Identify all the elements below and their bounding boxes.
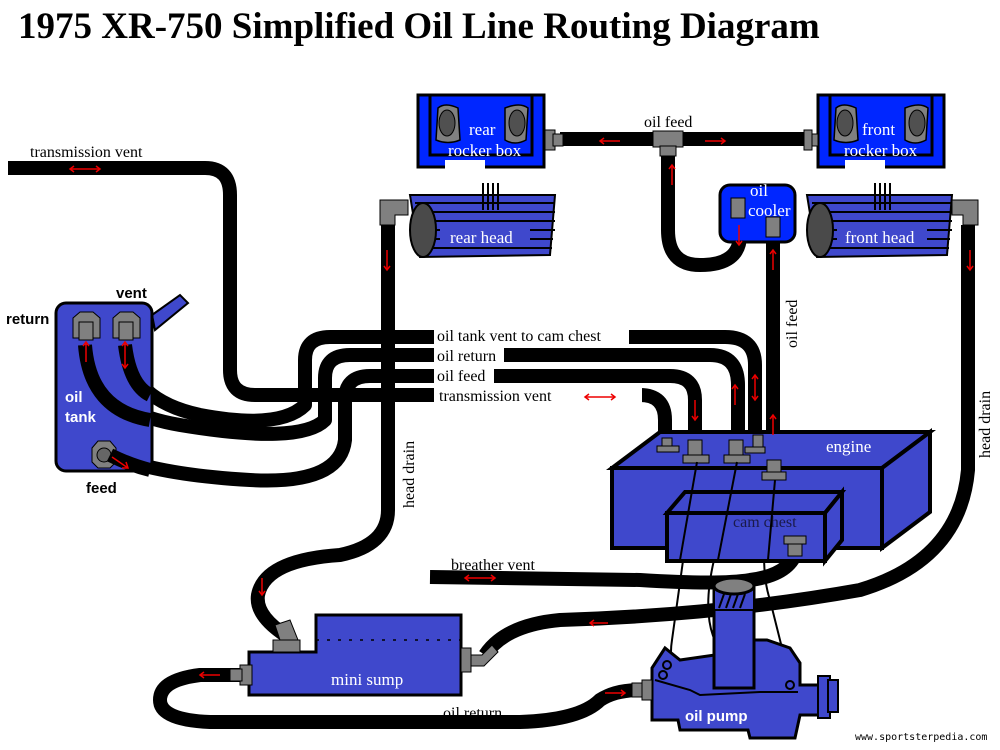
front-rocker-box-label-2: rocker box — [844, 141, 918, 160]
flow-arrow — [258, 578, 266, 597]
hose-oil-feed-tank — [107, 369, 702, 488]
flow-arrow — [82, 340, 90, 362]
hose-rear-head-drain — [250, 225, 395, 641]
engine-fittings — [656, 434, 787, 481]
oil-cooler: oil cooler — [718, 181, 797, 244]
flow-arrow — [691, 400, 699, 422]
mini-sump-label: mini sump — [331, 670, 403, 689]
flow-arrow — [705, 137, 727, 145]
flow-arrow — [583, 393, 617, 401]
flow-arrow — [111, 456, 130, 469]
rear-head: rear head — [379, 183, 557, 259]
oil-tank-label-1: oil — [65, 389, 83, 406]
bottom-oil-return-label: oil return — [443, 705, 502, 722]
flow-arrow — [121, 340, 129, 370]
flow-arrow — [198, 671, 220, 679]
cam-chest: cam chest — [662, 486, 847, 567]
oil-cooler-label-1: oil — [750, 181, 768, 200]
front-head-label: front head — [845, 228, 915, 247]
source-credit: www.sportsterpedia.com — [855, 732, 987, 743]
hose-front-head-drain — [479, 225, 975, 660]
flow-arrow — [751, 373, 759, 402]
flow-arrow — [463, 574, 497, 582]
flow-arrows — [68, 137, 974, 697]
engine-label: engine — [826, 437, 871, 456]
hose-tee-to-cooler — [661, 155, 747, 272]
mini-sump: mini sump — [229, 613, 499, 697]
diagram-title: 1975 XR-750 Simplified Oil Line Routing … — [18, 6, 820, 47]
flow-arrow — [598, 137, 620, 145]
rear-rocker-box: rear rocker box — [416, 93, 564, 170]
oil-cooler-label-2: cooler — [748, 201, 791, 220]
flow-arrow — [966, 250, 974, 272]
oil-tank-return-label: return — [6, 311, 49, 328]
flow-arrow — [605, 689, 627, 697]
flow-arrow — [731, 383, 739, 405]
flow-arrow — [68, 165, 102, 173]
oil-tank-feed-label: feed — [86, 480, 117, 497]
rear-head-label: rear head — [450, 228, 513, 247]
bundle-label-transmission-vent: transmission vent — [439, 388, 552, 405]
rear-head-drain-label: head drain — [401, 441, 418, 508]
oil-feed-tee — [652, 130, 684, 148]
transmission-vent-label-left: transmission vent — [30, 144, 143, 161]
oil-tank-label-2: tank — [65, 409, 97, 426]
hose-transmission-vent — [8, 161, 672, 435]
top-oil-feed-label: oil feed — [644, 114, 692, 131]
oil-pump: oil pump — [631, 576, 839, 740]
front-rocker-box: front rocker box — [803, 93, 946, 170]
flow-arrow — [735, 225, 743, 247]
cam-chest-label: cam chest — [733, 514, 797, 531]
front-head: front head — [805, 183, 979, 259]
front-rocker-box-label-1: front — [862, 120, 895, 139]
flow-arrow — [769, 248, 777, 270]
oil-pump-label: oil pump — [685, 708, 748, 725]
rear-rocker-box-label-2: rocker box — [448, 141, 522, 160]
front-head-drain-label: head drain — [977, 391, 994, 458]
hose-tank-vent-to-cam-chest — [118, 330, 762, 430]
line-labels: transmission vent oil tank vent to cam c… — [30, 144, 994, 722]
breather-vent-label: breather vent — [451, 557, 536, 574]
rear-rocker-box-label-1: rear — [469, 120, 496, 139]
flow-arrow — [383, 250, 391, 272]
oil-tank-vent-label: vent — [116, 285, 147, 302]
bundle-label-oil-return: oil return — [437, 348, 496, 365]
hose-bottom-oil-return — [153, 668, 641, 729]
bundle-label-oil-feed: oil feed — [437, 368, 485, 385]
flow-arrow — [588, 619, 608, 627]
flow-arrow — [769, 413, 777, 435]
cooler-oil-feed-label: oil feed — [784, 300, 801, 348]
bundle-label-tank-vent: oil tank vent to cam chest — [437, 328, 602, 345]
flow-arrow — [668, 163, 676, 185]
internal-passages-over — [679, 461, 776, 561]
